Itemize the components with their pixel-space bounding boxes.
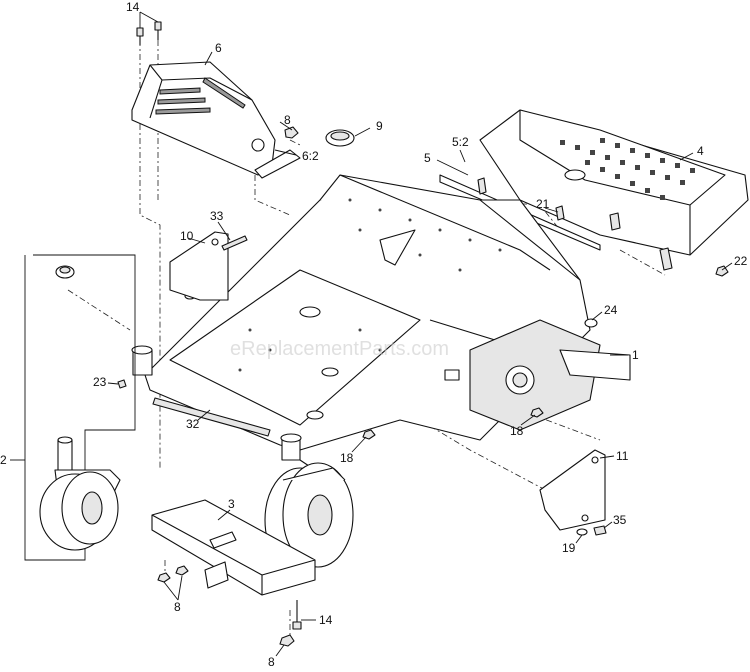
bracket-part-10 <box>169 231 229 301</box>
callout-6-2: 6:2 <box>302 149 319 163</box>
callout-8-bottom: 8 <box>268 655 275 669</box>
nut-part-18-a <box>530 407 544 418</box>
nut-bottom <box>279 634 295 647</box>
callout-11: 11 <box>616 449 629 463</box>
callout-35: 35 <box>613 513 627 527</box>
hitch-bar-part-3 <box>151 499 316 596</box>
callout-22: 22 <box>734 254 748 268</box>
caster-assembly-part-2 <box>24 254 136 561</box>
callout-1: 1 <box>632 348 639 362</box>
nut-part-18-b <box>362 429 376 440</box>
callout-19: 19 <box>562 541 576 555</box>
callout-33: 33 <box>210 209 224 223</box>
callout-14-bottom: 14 <box>319 613 333 627</box>
washer-part-24 <box>584 318 598 328</box>
callout-21: 21 <box>536 197 550 211</box>
callout-5: 5 <box>424 151 431 165</box>
bolt-part-35 <box>593 525 607 536</box>
callout-32: 32 <box>186 417 200 431</box>
foot-platform-part-4 <box>479 109 749 271</box>
callout-6: 6 <box>215 41 222 55</box>
grommet-part-9 <box>325 129 355 147</box>
callout-14-top: 14 <box>126 0 140 14</box>
callout-23: 23 <box>93 375 107 389</box>
callout-2: 2 <box>0 453 7 467</box>
callout-24: 24 <box>604 303 618 317</box>
callout-5-2: 5:2 <box>452 135 469 149</box>
caster-mount-right <box>280 433 302 461</box>
washer-part-19 <box>576 528 588 536</box>
decal-part-33 <box>221 235 248 251</box>
callout-8-top: 8 <box>284 113 291 127</box>
callout-18-center: 18 <box>340 451 354 465</box>
nut-part-8-top <box>284 126 299 139</box>
bolt-bottom <box>292 600 302 630</box>
callout-3: 3 <box>228 497 235 511</box>
decal-strip-part-32 <box>152 397 271 437</box>
nut-pair-bottom <box>157 565 189 583</box>
callout-8-bottom-left: 8 <box>174 600 181 614</box>
main-frame-part-1 <box>144 174 631 451</box>
callout-4: 4 <box>697 144 704 158</box>
leader-lines <box>10 11 733 657</box>
screw-part-22 <box>715 265 729 277</box>
bolt-pair-top <box>136 21 162 45</box>
callout-18-right: 18 <box>510 424 524 438</box>
caster-mount-left <box>131 345 153 376</box>
callout-10: 10 <box>180 229 194 243</box>
watermark: eReplacementParts.com <box>230 338 449 360</box>
callout-9: 9 <box>376 119 383 133</box>
guard-shield-part-6 <box>131 61 301 179</box>
side-bracket-part-11 <box>539 449 606 531</box>
platform-grip-holes <box>560 138 695 200</box>
pin-part-23 <box>117 379 127 389</box>
